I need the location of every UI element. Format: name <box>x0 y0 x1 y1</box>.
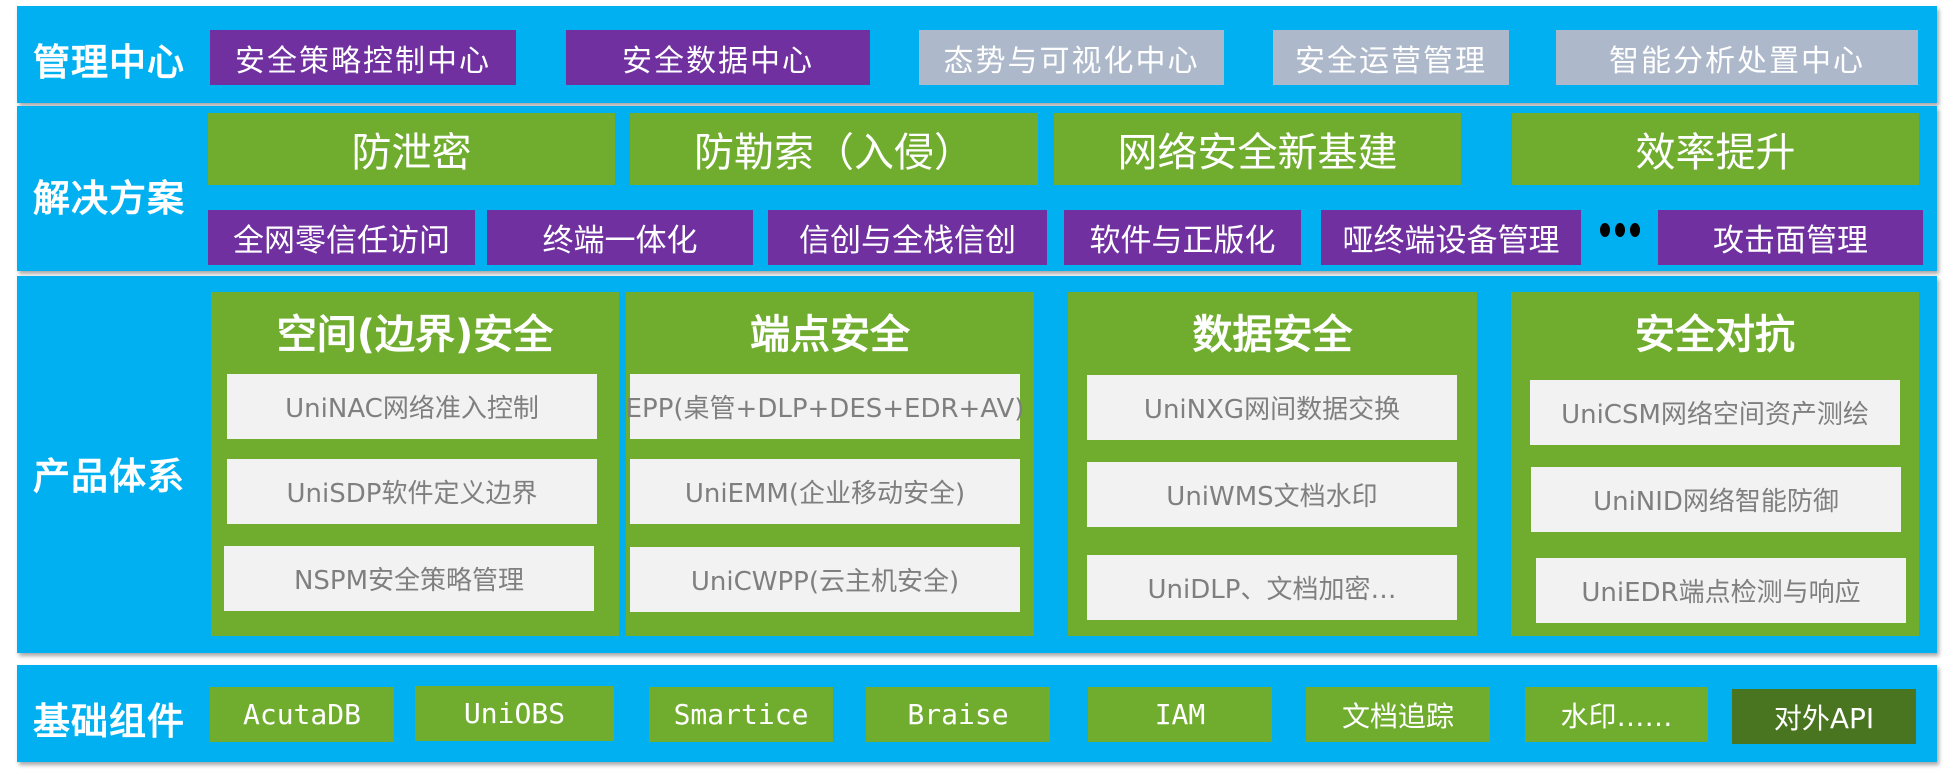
product-item[interactable]: UniEDR端点检测与响应 <box>1536 558 1906 623</box>
product-column-endpoint: 端点安全 EPP(桌管+DLP+DES+EDR+AV) UniEMM(企业移动安… <box>626 292 1034 636</box>
solution-endpoint-integration[interactable]: 终端一体化 <box>487 210 753 265</box>
dot <box>1615 223 1625 237</box>
column-title: 空间(边界)安全 <box>276 312 554 358</box>
solution-software-licensing[interactable]: 软件与正版化 <box>1064 210 1301 265</box>
solutions-label: 解决方案 <box>33 177 185 220</box>
column-title: 数据安全 <box>1192 312 1353 358</box>
products-label: 产品体系 <box>33 455 185 498</box>
solution-attack-surface[interactable]: 攻击面管理 <box>1658 210 1923 265</box>
management-item-data-center[interactable]: 安全数据中心 <box>566 30 870 85</box>
component-acutadb[interactable]: AcutaDB <box>210 687 394 742</box>
product-column-boundary: 空间(边界)安全 UniNAC网络准入控制 UniSDP软件定义边界 NSPM安… <box>211 292 619 636</box>
solution-xinchuang[interactable]: 信创与全栈信创 <box>768 210 1047 265</box>
product-item[interactable]: UniEMM(企业移动安全) <box>630 459 1020 524</box>
component-smartice[interactable]: Smartice <box>649 687 833 742</box>
column-title: 端点安全 <box>750 312 910 358</box>
product-item[interactable]: UniNID网络智能防御 <box>1531 467 1901 532</box>
product-item[interactable]: EPP(桌管+DLP+DES+EDR+AV) <box>626 374 1024 439</box>
product-item[interactable]: NSPM安全策略管理 <box>224 546 594 611</box>
product-item[interactable]: UniWMS文档水印 <box>1087 462 1457 527</box>
management-item-security-operations[interactable]: 安全运营管理 <box>1273 30 1509 85</box>
solution-anti-ransomware[interactable]: 防勒索（入侵） <box>630 113 1038 185</box>
product-item[interactable]: UniSDP软件定义边界 <box>227 459 597 524</box>
management-item-intelligent-analysis[interactable]: 智能分析处置中心 <box>1556 30 1918 85</box>
solution-anti-leak[interactable]: 防泄密 <box>208 113 615 185</box>
management-item-policy-control[interactable]: 安全策略控制中心 <box>210 30 516 85</box>
management-label: 管理中心 <box>33 41 185 84</box>
product-column-data: 数据安全 UniNXG网间数据交换 UniWMS文档水印 UniDLP、文档加密… <box>1068 292 1477 636</box>
product-item[interactable]: UniDLP、文档加密… <box>1087 555 1457 620</box>
management-item-situation-visualization[interactable]: 态势与可视化中心 <box>919 30 1224 85</box>
component-watermark[interactable]: 水印…… <box>1525 687 1708 742</box>
solution-zero-trust[interactable]: 全网零信任访问 <box>208 210 475 265</box>
component-braise[interactable]: Braise <box>866 687 1050 742</box>
component-iam[interactable]: IAM <box>1088 687 1272 742</box>
column-title: 安全对抗 <box>1635 312 1795 358</box>
product-item[interactable]: UniNXG网间数据交换 <box>1087 375 1457 440</box>
foundation-label: 基础组件 <box>33 700 185 743</box>
product-item[interactable]: UniCSM网络空间资产测绘 <box>1530 380 1900 445</box>
solution-dumb-terminal[interactable]: 哑终端设备管理 <box>1321 210 1581 265</box>
solution-new-infrastructure[interactable]: 网络安全新基建 <box>1054 113 1461 185</box>
dot <box>1630 223 1640 237</box>
component-external-api[interactable]: 对外API <box>1732 689 1916 744</box>
ellipsis-icon <box>1600 223 1640 237</box>
product-item[interactable]: UniCWPP(云主机安全) <box>630 547 1020 612</box>
component-uniobs[interactable]: UniOBS <box>415 686 614 741</box>
dot <box>1600 223 1610 237</box>
component-document-tracking[interactable]: 文档追踪 <box>1306 687 1490 742</box>
solution-efficiency[interactable]: 效率提升 <box>1512 113 1919 185</box>
product-column-adversarial: 安全对抗 UniCSM网络空间资产测绘 UniNID网络智能防御 UniEDR端… <box>1511 292 1919 636</box>
product-item[interactable]: UniNAC网络准入控制 <box>227 374 597 439</box>
